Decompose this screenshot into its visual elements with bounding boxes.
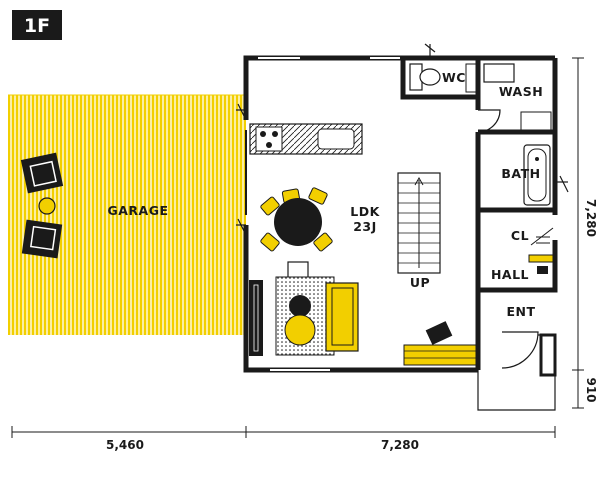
floor-badge: 1F [12, 10, 62, 40]
kitchen-counter [249, 123, 363, 155]
toilet-icon [409, 63, 477, 93]
living-area [249, 261, 359, 356]
bench-icon [537, 266, 548, 274]
room-label-wc: WC [442, 70, 466, 85]
room-label-closet: CL [511, 228, 529, 243]
door-swings [236, 43, 569, 369]
closet-area [528, 227, 554, 274]
house-walls [243, 55, 558, 411]
dimension-right-top: 7,280 [584, 199, 598, 237]
sofa-icon [325, 282, 359, 352]
coffee-table-icon [289, 295, 311, 317]
armchair-icon [21, 219, 63, 259]
garage-floor [8, 95, 246, 335]
stairs-label: UP [410, 275, 430, 290]
desk [403, 344, 477, 366]
ottoman-icon [284, 314, 316, 346]
desk-nook [403, 321, 477, 366]
dimension-right: 7,280 910 [572, 57, 598, 409]
room-label-entrance: ENT [506, 304, 535, 319]
floor-badge-label: 1F [24, 15, 50, 37]
washing-machine-icon [483, 63, 552, 131]
garage-area [8, 94, 246, 335]
dining-table-icon [260, 187, 333, 252]
room-label-bath: BATH [501, 166, 540, 181]
dimension-right-bottom: 910 [584, 377, 598, 402]
dimension-bottom: 5,460 7,280 [11, 426, 556, 452]
dimension-bottom-right: 7,280 [381, 438, 419, 452]
staircase [397, 172, 441, 274]
tv-cabinet [249, 280, 263, 356]
side-table-icon [38, 197, 56, 215]
room-label-ldk: LDK [350, 204, 380, 219]
desk-chair-icon [425, 321, 453, 345]
bathtub-icon [523, 144, 551, 206]
shoe-shelf [528, 254, 554, 263]
room-label-hall: HALL [491, 267, 529, 282]
room-label-wash: WASH [499, 84, 543, 99]
wc-shelf [465, 63, 477, 93]
room-label-garage: GARAGE [107, 203, 168, 218]
room-label-ldk-size: 23J [353, 219, 377, 234]
armchair-icon [20, 152, 64, 194]
dimension-bottom-left: 5,460 [106, 438, 144, 452]
